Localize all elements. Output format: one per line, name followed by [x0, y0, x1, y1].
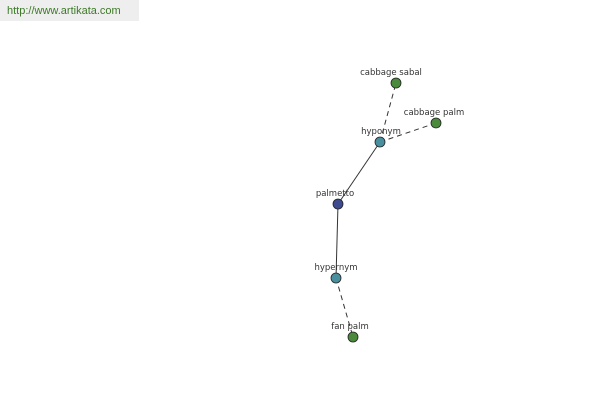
site-url-link[interactable]: http://www.artikata.com	[7, 5, 121, 17]
node-cabbage-palm[interactable]: cabbage palm	[404, 108, 464, 129]
node-marker-cabbage-sabal[interactable]	[390, 77, 402, 89]
node-marker-palmetto[interactable]	[332, 198, 344, 210]
edge-hypernym-fan-palm	[335, 277, 354, 338]
node-fan-palm[interactable]: fan palm	[331, 322, 369, 343]
node-hypernym[interactable]: hypernym	[314, 263, 358, 284]
node-marker-cabbage-palm[interactable]	[430, 117, 442, 129]
node-label-hyponym: hyponym	[361, 127, 401, 137]
node-label-cabbage-palm: cabbage palm	[404, 108, 464, 118]
node-label-cabbage-sabal: cabbage sabal	[360, 68, 422, 78]
node-label-hypernym: hypernym	[314, 263, 357, 273]
node-palmetto[interactable]: palmetto	[316, 189, 354, 210]
node-hyponym[interactable]: hyponym	[361, 127, 401, 148]
edge-hyponym-cabbage-sabal	[379, 82, 397, 143]
node-marker-fan-palm[interactable]	[347, 331, 359, 343]
url-banner: http://www.artikata.com	[0, 0, 139, 21]
edge-palmetto-hypernym	[335, 203, 339, 279]
node-marker-hypernym[interactable]	[330, 272, 342, 284]
node-cabbage-sabal[interactable]: cabbage sabal	[360, 68, 422, 89]
edge-palmetto-hyponym	[337, 141, 381, 205]
node-label-fan-palm: fan palm	[331, 322, 369, 332]
edge-hyponym-cabbage-palm	[379, 122, 437, 143]
node-marker-hyponym[interactable]	[374, 136, 386, 148]
graph-edges	[335, 82, 437, 338]
node-label-palmetto: palmetto	[316, 189, 354, 199]
